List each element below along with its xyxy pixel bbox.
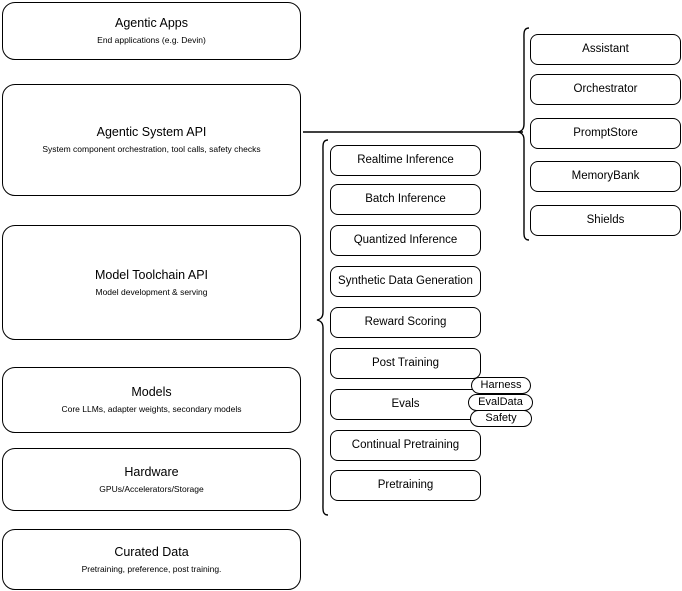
system-item-orchestrator[interactable]: Orchestrator [530,74,681,105]
evals-badge-safety[interactable]: Safety [470,410,532,427]
chip-label: Post Training [371,357,440,369]
brace-system-components [517,27,530,241]
toolchain-item-pretraining[interactable]: Pretraining [330,470,481,501]
toolchain-item-synthetic-data-generation[interactable]: Synthetic Data Generation [330,266,481,297]
chip-label: Pretraining [377,479,434,491]
layer-subtitle: End applications (e.g. Devin) [97,35,206,45]
system-item-promptstore[interactable]: PromptStore [530,118,681,149]
chip-label: Batch Inference [365,193,446,205]
layer-subtitle: Model development & serving [95,286,208,297]
layer-subtitle: System component orchestration, tool cal… [42,144,261,154]
layer-agentic-apps[interactable]: Agentic Apps End applications (e.g. Devi… [2,2,301,60]
brace-toolchain-components [316,139,329,516]
chip-label: Reward Scoring [364,316,447,328]
layer-model-toolchain-api[interactable]: Model Toolchain API Model development & … [2,225,301,340]
chip-label: Orchestrator [573,83,638,95]
layer-agentic-system-api[interactable]: Agentic System API System component orch… [2,84,301,196]
toolchain-item-quantized-inference[interactable]: Quantized Inference [330,225,481,256]
evals-badge-evaldata[interactable]: EvalData [468,394,533,411]
chip-label: Shields [586,214,625,226]
system-item-memorybank[interactable]: MemoryBank [530,161,681,192]
toolchain-item-batch-inference[interactable]: Batch Inference [330,184,481,215]
toolchain-item-reward-scoring[interactable]: Reward Scoring [330,307,481,338]
system-item-assistant[interactable]: Assistant [530,34,681,65]
chip-label: Quantized Inference [353,234,458,246]
layer-title: Model Toolchain API [94,267,209,282]
chip-label: Continual Pretraining [351,439,460,451]
toolchain-item-continual-pretraining[interactable]: Continual Pretraining [330,430,481,461]
layer-title: Agentic Apps [115,16,188,30]
toolchain-item-evals[interactable]: Evals [330,389,481,420]
layer-title: Agentic System API [96,125,207,139]
chip-label: Realtime Inference [357,154,454,166]
chip-label: MemoryBank [571,170,640,182]
layer-subtitle: Core LLMs, adapter weights, secondary mo… [61,404,242,414]
layer-subtitle: Pretraining, preference, post training. [81,563,222,574]
chip-label: Assistant [582,43,629,55]
layer-curated-data[interactable]: Curated Data Pretraining, preference, po… [2,529,301,590]
layer-title: Hardware [124,464,179,479]
chip-label: Synthetic Data Generation [338,275,473,287]
system-item-shields[interactable]: Shields [530,205,681,236]
layer-hardware[interactable]: Hardware GPUs/Accelerators/Storage [2,448,301,511]
chip-label: Evals [391,398,420,410]
layer-subtitle: GPUs/Accelerators/Storage [99,483,204,494]
layer-title: Curated Data [114,544,189,559]
toolchain-item-post-training[interactable]: Post Training [330,348,481,379]
layer-models[interactable]: Models Core LLMs, adapter weights, secon… [2,367,301,433]
layer-title: Models [131,385,172,399]
toolchain-item-realtime-inference[interactable]: Realtime Inference [330,145,481,176]
chip-label: PromptStore [573,127,638,139]
evals-badge-harness[interactable]: Harness [471,377,531,394]
